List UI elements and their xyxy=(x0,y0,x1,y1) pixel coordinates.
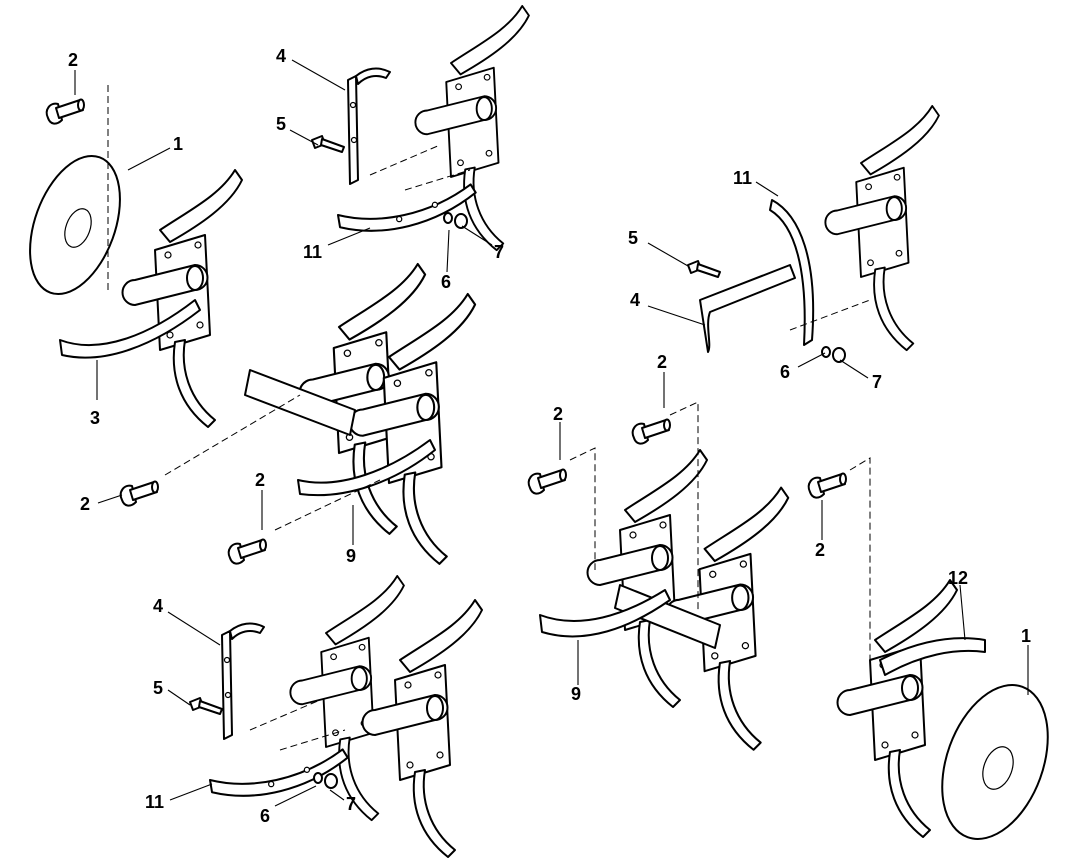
callout-5-a: 5 xyxy=(276,114,286,134)
callout-6-a: 6 xyxy=(441,272,451,292)
curved-blade-11-right xyxy=(769,199,815,346)
callout-2-b: 2 xyxy=(80,494,90,514)
curved-blade-12 xyxy=(879,637,986,676)
callout-6-b: 6 xyxy=(260,806,270,826)
callout-2-a: 2 xyxy=(68,50,78,70)
callout-12: 12 xyxy=(948,568,968,588)
bracket-4-right xyxy=(699,264,796,353)
disc-left xyxy=(29,154,121,296)
callout-7-a: 7 xyxy=(494,242,504,262)
disc-right xyxy=(941,684,1049,840)
callout-5-b: 5 xyxy=(153,678,163,698)
callout-11-b: 11 xyxy=(145,792,164,812)
callout-2-d: 2 xyxy=(657,352,667,372)
callout-2-f: 2 xyxy=(815,540,825,560)
callout-4-a: 4 xyxy=(276,46,286,66)
curved-blade-9-bottom xyxy=(539,589,671,638)
callout-9-b: 9 xyxy=(571,684,581,704)
callout-2-c: 2 xyxy=(255,470,265,490)
curved-blade-3 xyxy=(59,299,201,359)
callout-5-c: 5 xyxy=(628,228,638,248)
callout-9-a: 9 xyxy=(346,546,356,566)
callout-11-c: 11 xyxy=(733,168,752,188)
callout-11-a: 11 xyxy=(303,242,322,262)
callout-4-c: 4 xyxy=(630,290,640,310)
callout-1-a: 1 xyxy=(173,134,183,154)
callout-4-b: 4 xyxy=(153,596,163,616)
leader-lines xyxy=(74,59,1029,807)
callout-3: 3 xyxy=(90,408,100,428)
callout-6-c: 6 xyxy=(780,362,790,382)
callout-7-c: 7 xyxy=(872,372,882,392)
curved-blade-9-top xyxy=(297,439,436,497)
callout-7-b: 7 xyxy=(346,794,356,814)
callout-2-e: 2 xyxy=(553,404,563,424)
callout-1-b: 1 xyxy=(1021,626,1031,646)
